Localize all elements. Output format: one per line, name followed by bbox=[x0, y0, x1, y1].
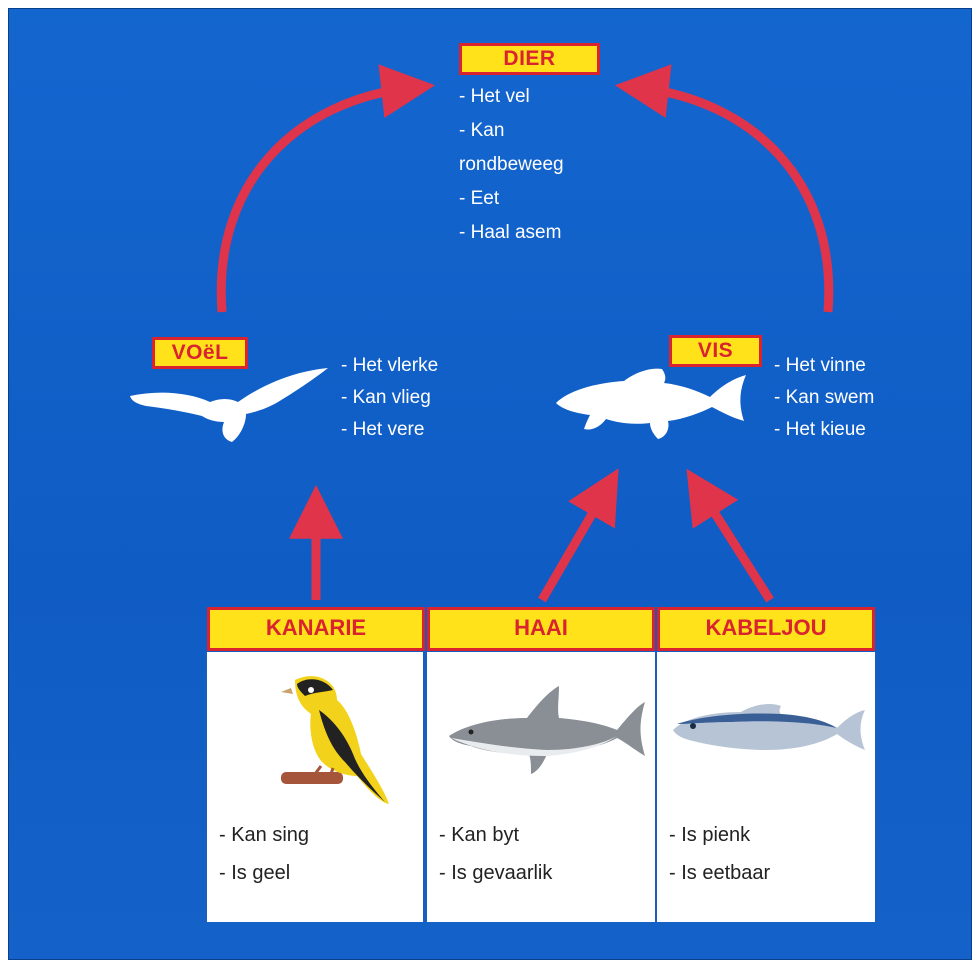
bird-trait: - Het vere bbox=[341, 414, 438, 446]
bird-trait: - Kan vlieg bbox=[341, 382, 438, 414]
animal-traits: - Het vel - Kan rondbeweeg - Eet - Haal … bbox=[459, 80, 564, 250]
animal-label-text: DIER bbox=[503, 47, 555, 70]
shark-fact: - Is gevaarlik bbox=[439, 854, 552, 892]
cod-label-text: KABELJOU bbox=[705, 615, 826, 640]
animal-label: DIER bbox=[459, 43, 600, 75]
canary-fact: - Kan sing bbox=[219, 816, 309, 854]
bird-silhouette-icon bbox=[128, 362, 333, 444]
cod-fact: - Is pienk bbox=[669, 816, 770, 854]
shark-facts: - Kan byt - Is gevaarlik bbox=[439, 816, 552, 892]
cod-facts: - Is pienk - Is eetbaar bbox=[669, 816, 770, 892]
canary-label: KANARIE bbox=[207, 607, 425, 651]
shark-fact: - Kan byt bbox=[439, 816, 552, 854]
bird-trait: - Het vlerke bbox=[341, 350, 438, 382]
canary-facts: - Kan sing - Is geel bbox=[219, 816, 309, 892]
animal-trait: - Eet bbox=[459, 182, 564, 216]
canary-label-text: KANARIE bbox=[266, 615, 366, 640]
canary-card: - Kan sing - Is geel bbox=[205, 652, 425, 922]
bird-traits: - Het vlerke - Kan vlieg - Het vere bbox=[341, 350, 438, 446]
animal-trait: rondbeweeg bbox=[459, 148, 564, 182]
fish-silhouette-icon bbox=[554, 363, 750, 443]
shark-label-text: HAAI bbox=[514, 615, 568, 640]
fish-label-text: VIS bbox=[698, 339, 733, 362]
cod-card: - Is pienk - Is eetbaar bbox=[655, 652, 877, 922]
canary-fact: - Is geel bbox=[219, 854, 309, 892]
fish-trait: - Kan swem bbox=[774, 382, 874, 414]
fish-trait: - Het vinne bbox=[774, 350, 874, 382]
fish-trait: - Het kieue bbox=[774, 414, 874, 446]
animal-trait: - Kan bbox=[459, 114, 564, 148]
canary-icon bbox=[275, 670, 395, 810]
cod-icon bbox=[671, 700, 867, 764]
shark-card: - Kan byt - Is gevaarlik bbox=[425, 652, 657, 922]
shark-icon bbox=[447, 684, 647, 776]
cod-fact: - Is eetbaar bbox=[669, 854, 770, 892]
shark-label: HAAI bbox=[427, 607, 655, 651]
animal-trait: - Het vel bbox=[459, 80, 564, 114]
cod-label: KABELJOU bbox=[657, 607, 875, 651]
fish-traits: - Het vinne - Kan swem - Het kieue bbox=[774, 350, 874, 446]
animal-trait: - Haal asem bbox=[459, 216, 564, 250]
bird-label-text: VOëL bbox=[172, 341, 229, 364]
